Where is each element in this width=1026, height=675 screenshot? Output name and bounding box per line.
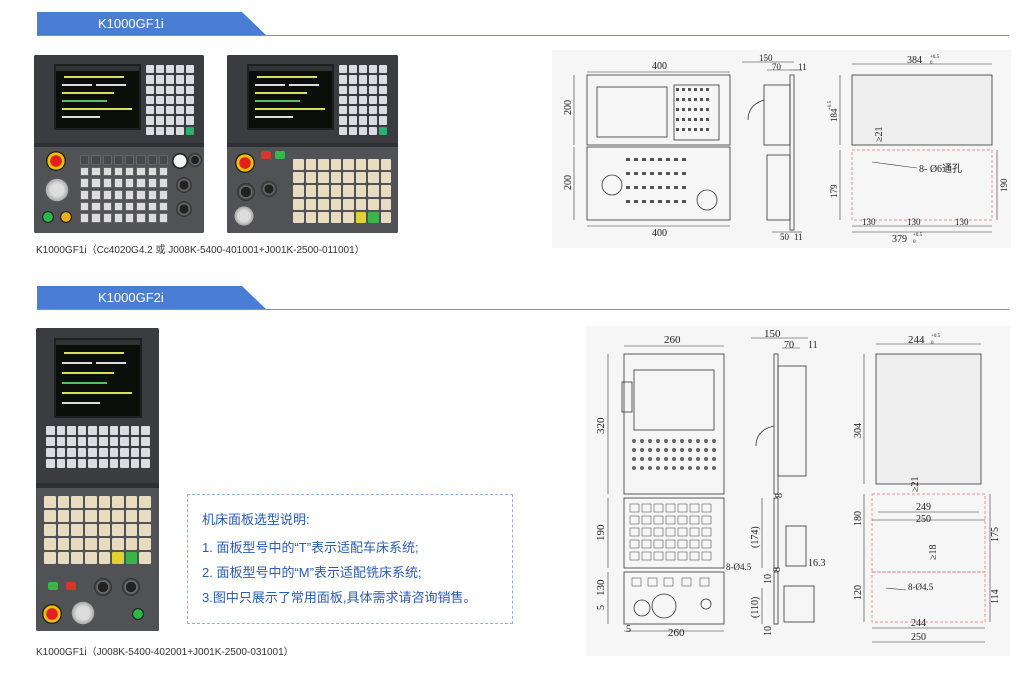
note-item-1: 1. 面板型号中的“T”表示适配车床系统;: [202, 540, 419, 555]
dim2-front-height-top: 320: [595, 417, 607, 434]
dim-cutout-width-top: 384: [907, 55, 922, 66]
dim2-side-d10a: 10: [763, 574, 774, 584]
dim2-cutout-w250b: 250: [911, 632, 926, 643]
section-divider: [37, 309, 1009, 310]
dim-cutout-tol-top-low: 0: [930, 61, 933, 66]
dim-cutout-right-h: 190: [999, 178, 1009, 192]
dim2-side-d1: 70: [784, 340, 794, 351]
section-header-k1000gf1i: K1000GF1i: [37, 12, 1009, 36]
dim2-cutout-w249: 249: [916, 502, 931, 513]
dim-cutout-height-top: 184: [829, 108, 839, 122]
dim-side-b1: 50: [780, 232, 790, 242]
panel-caption-1: K1000GF1i（Cc4020G4.2 或 J008K-5400-401001…: [36, 245, 365, 256]
dim2-cutout-tol: +0.5: [931, 334, 941, 339]
section-header-k1000gf2i: K1000GF2i: [37, 286, 1009, 310]
dim2-side-d8a: 8: [774, 493, 785, 498]
section-tab-title: K1000GF1i: [37, 12, 267, 36]
cnc-panel-image-1: [34, 55, 204, 233]
dim2-front-s5a: 5: [596, 605, 607, 610]
dim2-cutout-tol-low: 0: [931, 341, 934, 346]
dim-cutout-width-bottom: 379: [892, 234, 907, 245]
dim-front-width-bottom: 400: [652, 228, 667, 239]
dim2-side-depth: 150: [764, 328, 781, 340]
dim-cutout-spacing-1: 130: [862, 217, 876, 227]
dim2-cutout-height-top: 304: [853, 423, 864, 438]
cnc-panel-image-3: [36, 328, 159, 631]
dim-front-height-bottom: 200: [563, 175, 574, 190]
dim2-side-d10b: 10: [763, 626, 774, 636]
dim-cutout-hole: 8- Ø6通孔: [919, 163, 962, 175]
dim2-front-width-top: 260: [664, 334, 681, 346]
dim-front-width-top: 400: [652, 61, 667, 72]
dim-cutout-spacing-2: 130: [907, 217, 921, 227]
dim-side-b2: 11: [794, 232, 803, 242]
dim-cutout-height-bottom: 179: [829, 184, 839, 198]
dim-side-d2: 11: [798, 62, 807, 72]
dim-cutout-min: ≥21: [874, 127, 885, 143]
section-tab-title: K1000GF2i: [37, 286, 267, 310]
section-divider: [37, 35, 1009, 36]
dim2-cutout-w250a: 250: [916, 514, 931, 525]
dim2-front-height-mid: 190: [595, 524, 607, 541]
cnc-panel-image-2: [227, 55, 398, 233]
dim-cutout-tol-top: +0.5: [930, 55, 940, 60]
dim2-side-d8b: 8: [772, 567, 783, 572]
dim2-side-d163: 16.3: [808, 558, 826, 569]
dim-side-depth: 150: [759, 53, 773, 63]
dim2-front-height-low: 130: [595, 579, 607, 596]
dim-side-d1: 70: [772, 62, 782, 72]
dim2-cutout-h175: 175: [990, 527, 1001, 542]
dim-cutout-tol-bottom: +0.5: [913, 233, 923, 238]
dim2-side-d2: 11: [808, 340, 818, 351]
dim2-front-s5b: 5: [626, 624, 631, 635]
dim2-cutout-h120: 120: [853, 585, 864, 600]
note-title: 机床面板选型说明:: [202, 512, 310, 527]
dim2-cutout-width-top: 244: [908, 334, 925, 346]
note-item-2: 2. 面板型号中的“M”表示适配铣床系统;: [202, 565, 422, 580]
dim-front-height-top: 200: [563, 100, 574, 115]
dim2-cutout-min: ≥21: [910, 477, 921, 493]
dim-cutout-spacing-3: 130: [955, 217, 969, 227]
dim2-cutout-min18: ≥18: [928, 545, 939, 561]
dim2-cutout-h114: 114: [990, 589, 1001, 604]
dim2-front-width-bottom: 260: [668, 627, 685, 639]
dim2-side-d174: (174): [750, 526, 761, 548]
dim2-cutout-hole: 8-Ø4.5: [908, 582, 934, 592]
dim2-cutout-h180: 180: [853, 511, 864, 526]
dim2-side-hole: 8-Ø4.5: [726, 562, 752, 572]
panel-caption-2: K1000GF1i（J008K-5400-402001+J001K-2500-0…: [36, 647, 294, 658]
dim2-side-d110: (110): [750, 597, 761, 618]
panel-selection-note: 机床面板选型说明: 1. 面板型号中的“T”表示适配车床系统; 2. 面板型号中…: [187, 494, 513, 624]
note-item-3: 3.图中只展示了常用面板,具体需求请咨询销售。: [202, 590, 477, 605]
dim-cutout-tol-h: +0.5: [828, 100, 833, 110]
dimension-drawing-2: 260 320 190 130 5 5 260 150 70 11 8 (174…: [586, 326, 1010, 656]
dim-cutout-tol-bottom-low: 0: [913, 240, 916, 245]
dim2-cutout-w244b: 244: [911, 618, 926, 629]
dimension-drawing-1: 400 200 200 400 150 70 11 50 11 384 +0.5…: [552, 50, 1011, 248]
